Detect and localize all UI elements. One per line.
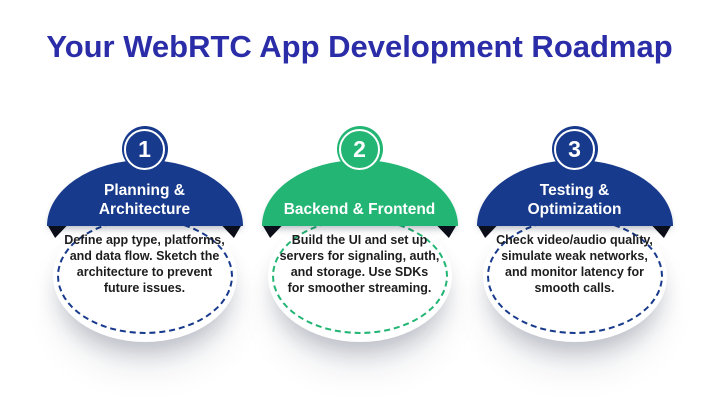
step-number: 3 — [568, 135, 581, 162]
step-number-badge: 1 — [121, 126, 168, 172]
step-number-badge: 3 — [551, 126, 598, 172]
card-description: Build the UI and set up servers for sign… — [279, 233, 440, 295]
roadmap-step-card-3: Check video/audio quality, simulate weak… — [476, 126, 673, 354]
step-number: 2 — [353, 135, 366, 162]
page-title: Your WebRTC App Development Roadmap — [46, 29, 673, 64]
card-description: Check video/audio quality, simulate weak… — [496, 233, 653, 295]
step-number: 1 — [138, 135, 151, 162]
card-heading: Planning & Architecture — [98, 182, 191, 218]
roadmap-step-card-2: Build the UI and set up servers for sign… — [261, 126, 458, 354]
card-heading: Backend & Frontend — [283, 201, 436, 218]
card-description: Define app type, platforms, and data flo… — [64, 233, 225, 295]
roadmap-step-card-1: Define app type, platforms, and data flo… — [46, 126, 243, 354]
card-body-ellipse: Define app type, platforms, and data flo… — [52, 210, 237, 342]
step-number-badge: 2 — [336, 126, 383, 172]
card-heading: Testing & Optimization — [527, 182, 622, 218]
card-body-ellipse: Build the UI and set up servers for sign… — [267, 210, 452, 342]
roadmap-steps-row: Define app type, platforms, and data flo… — [0, 126, 719, 354]
card-body-ellipse: Check video/audio quality, simulate weak… — [482, 210, 667, 342]
